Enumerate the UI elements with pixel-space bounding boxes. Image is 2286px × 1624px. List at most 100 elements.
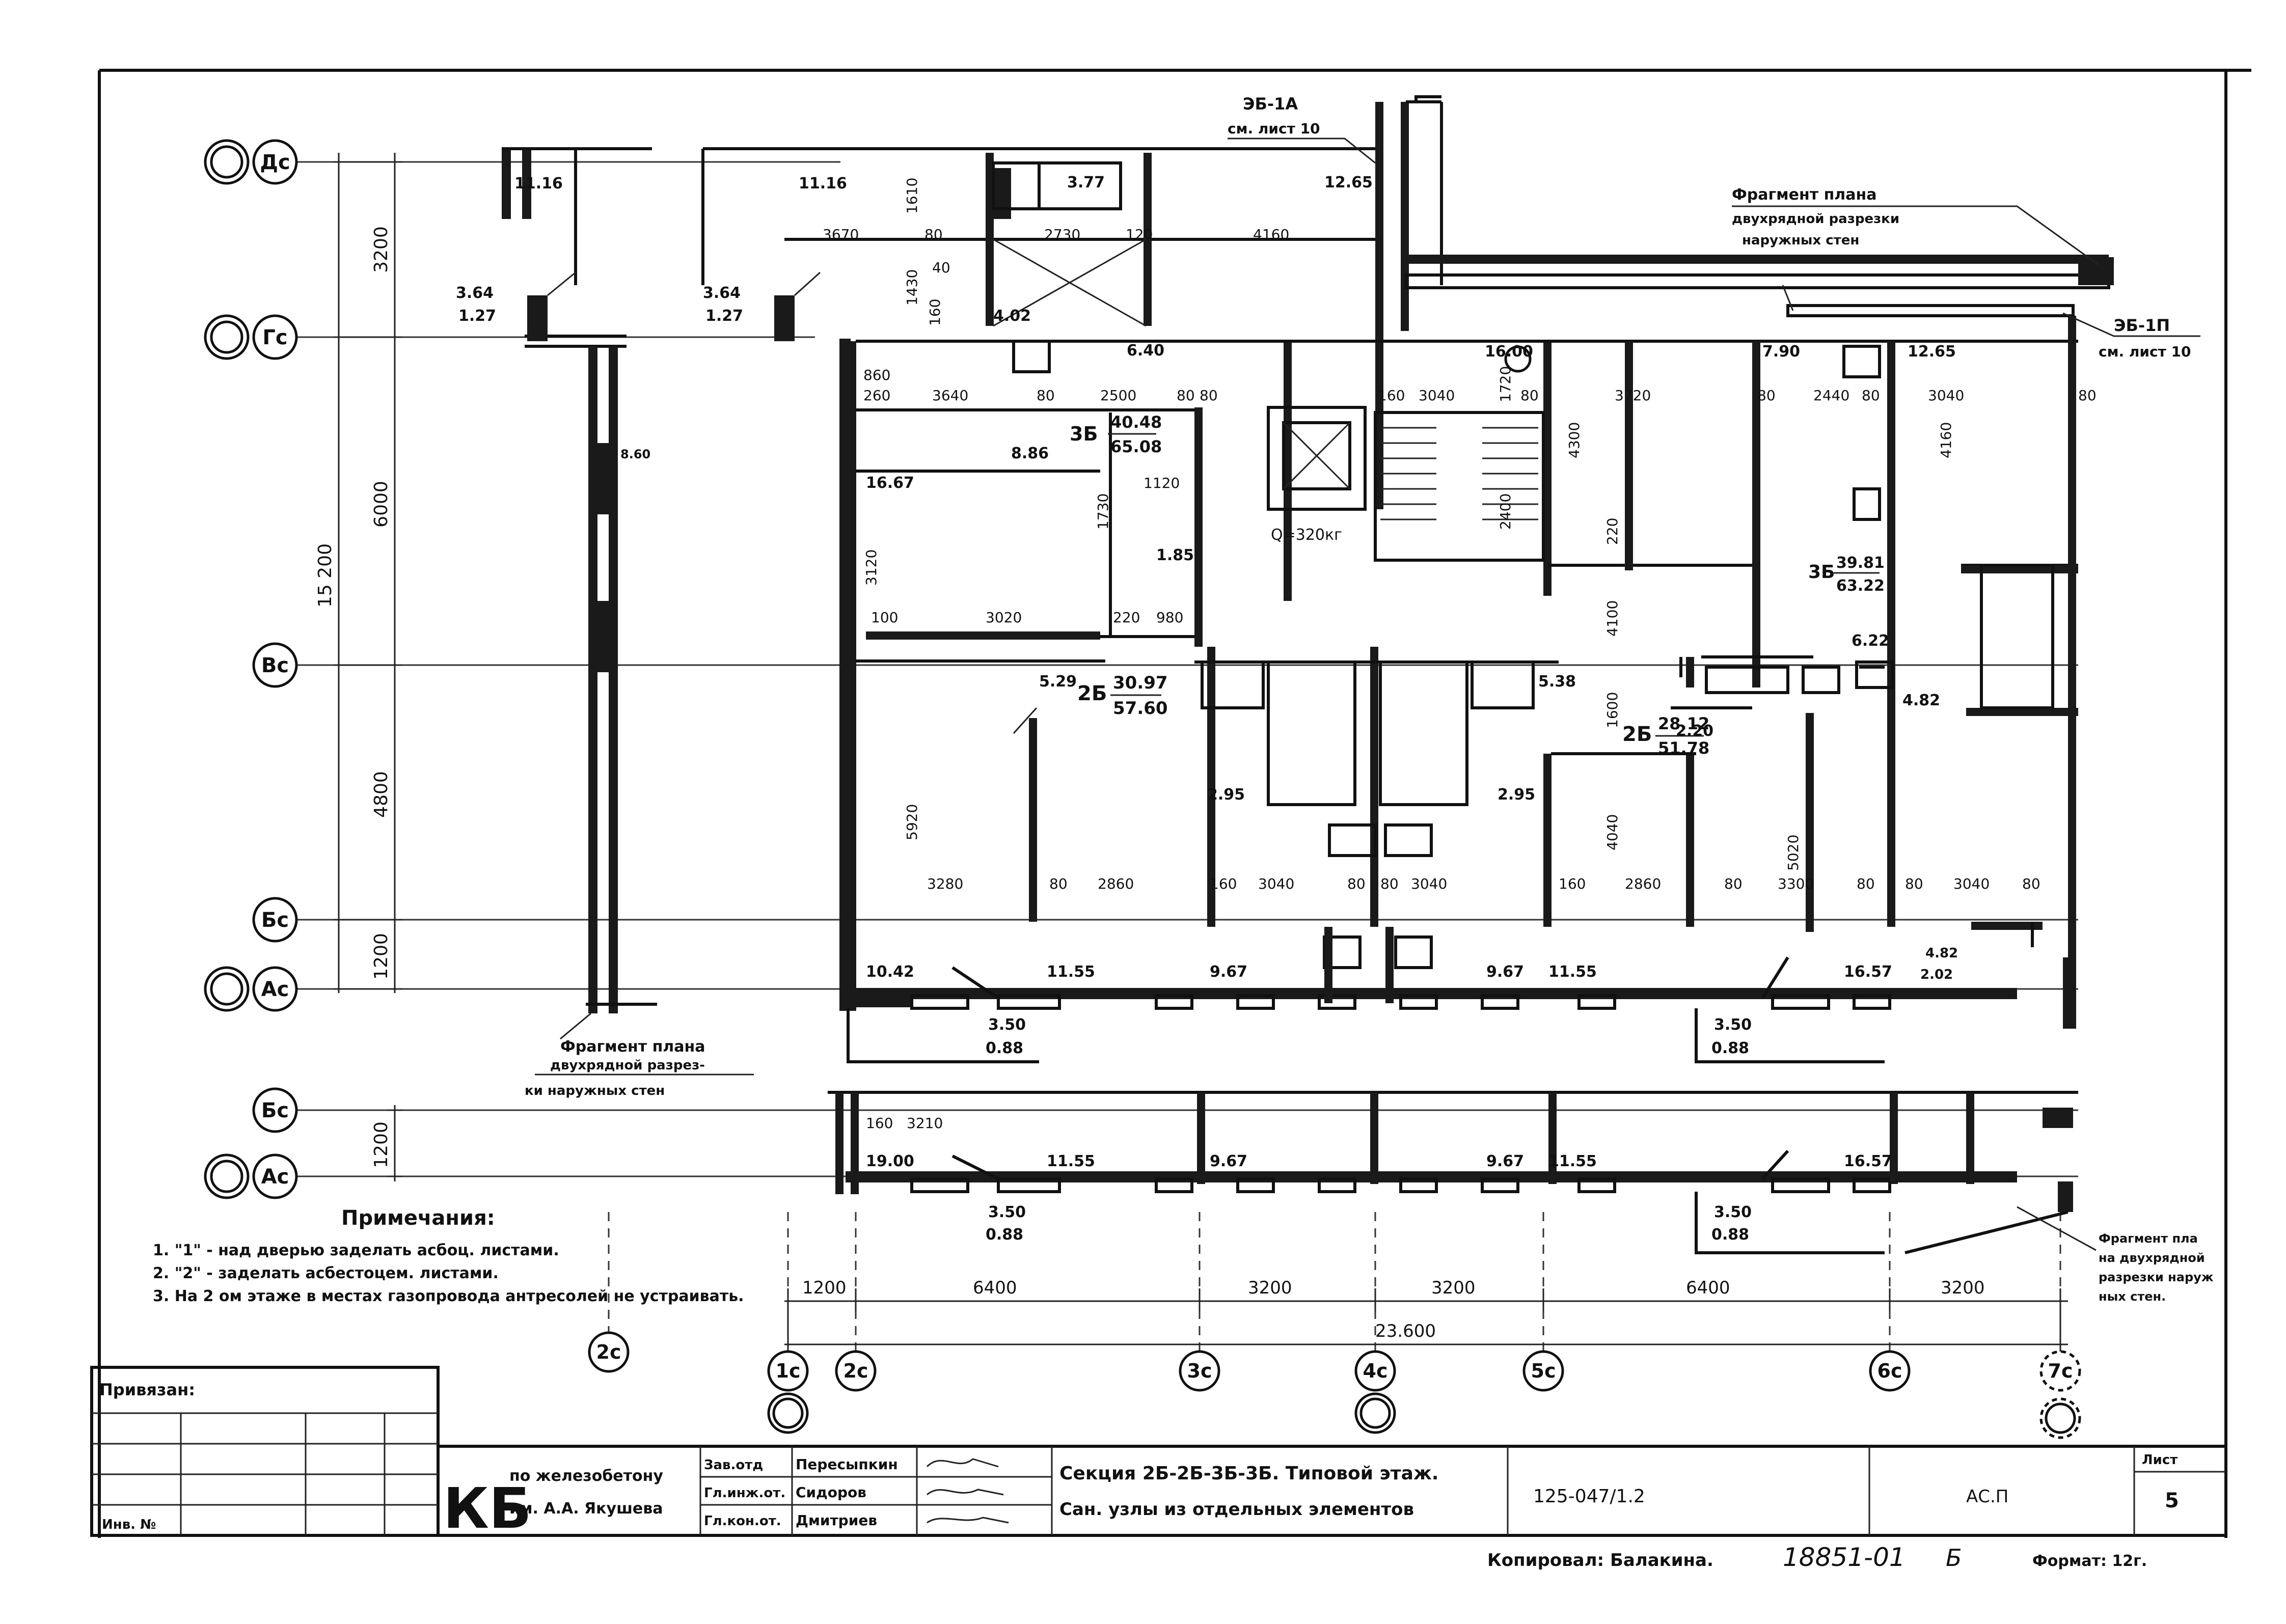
frag-left-line: ки наружных стен: [525, 1083, 665, 1098]
wall-dim: 1120: [1144, 475, 1180, 491]
wall-dim: 80: [1347, 875, 1366, 892]
sheet-title-1: Секция 2Б-2Б-3Б-3Б. Типовой этаж.: [1059, 1463, 1438, 1484]
org-line: им. А.А. Якушева: [509, 1500, 663, 1518]
dim-1200-a: 1200: [371, 933, 392, 980]
room-area: 6.40: [1127, 342, 1164, 360]
title-block: Привязан: Инв. № КБ по железобетону им. …: [90, 1366, 2226, 1541]
signer-name: Сидоров: [796, 1484, 866, 1501]
wall-dim: 80: [1724, 875, 1743, 892]
sheet-label: Лист: [2142, 1452, 2178, 1468]
org-line: по железобетону: [509, 1467, 663, 1485]
axis-col-label: 2с: [843, 1360, 868, 1382]
wall-dim: 2500: [1100, 387, 1136, 404]
axis-row-label: Ас: [261, 1165, 289, 1189]
apt-total: 51.78: [1658, 738, 1709, 758]
apartment-2b-left: 2Б 30.97 57.60: [1077, 673, 1168, 719]
callout-frag-right: Фрагмент пла на двухрядной разрезки нару…: [2017, 1206, 2214, 1304]
column-bubbles: 1с 2с 3с 4с 5с 6с 7с 2с: [588, 1331, 2081, 1439]
dim-15200: 15 200: [315, 543, 336, 608]
wall-dim: 160: [866, 1115, 893, 1132]
wall-dim: 1430: [904, 269, 920, 306]
room-area: 6.22: [1852, 632, 1889, 650]
axis-row-label: Бс: [261, 909, 289, 932]
dim-1200-b: 1200: [371, 1121, 392, 1168]
room-area: 19.00: [866, 1152, 914, 1170]
dim-4800: 4800: [371, 771, 392, 818]
footer: Копировал: Балакина. 18851-01 Б Формат: …: [1487, 1543, 2147, 1572]
wall-dim: 980: [1156, 609, 1183, 626]
wall-dim: 3210: [907, 1115, 943, 1132]
room-area: 9.67: [1486, 1152, 1524, 1170]
org-logo: КБ: [443, 1476, 532, 1541]
dim-6000: 6000: [371, 481, 392, 528]
wall-dim: 40: [932, 259, 950, 276]
dim-bottom: 3200: [1248, 1278, 1292, 1298]
wall-dim: 1610: [904, 178, 920, 214]
wall-dim: 2400: [1497, 493, 1514, 530]
apt-total: 57.60: [1113, 698, 1168, 719]
room-area: 3.50: [1714, 1016, 1752, 1034]
elevator-capacity: Q=320кг: [1271, 526, 1342, 544]
wall-dim: 80: [1757, 387, 1776, 404]
room-area: 4.82: [1902, 692, 1940, 709]
wall-dim: 80: [1049, 875, 1068, 892]
wall-dim: 3040: [1258, 875, 1294, 892]
axis-row-label: Гс: [262, 326, 287, 349]
wall-dim: 80: [2078, 387, 2097, 404]
room-area: 11.16: [799, 175, 847, 192]
wall-dim: 160: [927, 299, 943, 326]
room-area: 9.67: [1210, 1152, 1247, 1170]
wall-dim: 3040: [1953, 875, 1990, 892]
dim-bottom: 3200: [1431, 1278, 1476, 1298]
room-area: 16.00: [1485, 343, 1533, 361]
axis-row-label: Бс: [261, 1099, 289, 1122]
room-area: 2.95: [1498, 786, 1535, 804]
bottom-dimension-chain: 1200 6400 3200 3200 6400 3200 23.600: [784, 1278, 2068, 1355]
wall-dim: 3120: [863, 549, 880, 586]
room-area: 3.64: [456, 284, 494, 302]
room-area: 11.16: [514, 175, 563, 192]
apartment-3b-left: 3Б 40.48 65.08: [1070, 412, 1162, 456]
drawing-number: 18851-01: [1783, 1543, 1906, 1572]
wall-dim: 2730: [1044, 226, 1080, 243]
room-area: 0.88: [986, 1226, 1023, 1244]
callout-eb1p-ref: см. лист 10: [2099, 343, 2191, 360]
wall-dim: 4300: [1566, 422, 1583, 458]
signature-2: [927, 1489, 1004, 1496]
wall-dim: 80: [1862, 387, 1880, 404]
note-item: 2. "2" - заделать асбестоцем. листами.: [153, 1264, 499, 1282]
room-area: 12.65: [1324, 174, 1373, 191]
signer-name: Пересыпкин: [796, 1456, 898, 1473]
apt-living: 30.97: [1113, 673, 1168, 693]
wall-dim: 80: [1857, 875, 1875, 892]
front-wall-panels: [846, 927, 2017, 1063]
wall-dim: 5020: [1785, 835, 1802, 871]
lower-fragment-plan: [828, 1091, 2078, 1254]
wall-dim: 2860: [1098, 875, 1134, 892]
wall-dim: 1600: [1604, 692, 1621, 728]
wall-dim: 3040: [1419, 387, 1455, 404]
room-area: 3.50: [1714, 1203, 1752, 1221]
wall-dim: 80: [924, 226, 943, 243]
room-area: 11.55: [1548, 963, 1597, 981]
wall-dim: 1720: [1497, 366, 1514, 402]
wall-dim: 80: [1905, 875, 1923, 892]
project-code: 125-047/1.2: [1533, 1486, 1645, 1507]
note-item: 3. На 2 ом этаже в местах газопровода ан…: [153, 1287, 744, 1305]
dim-bottom: 6400: [1686, 1278, 1730, 1298]
dim-3200: 3200: [371, 226, 392, 273]
wall-dim: 80: [1520, 387, 1539, 404]
wall-dim: 4040: [1604, 814, 1621, 850]
callout-eb1a-title: ЭБ-1А: [1243, 94, 1298, 114]
axis-col-label: 3с: [1187, 1360, 1212, 1382]
room-area: 12.65: [1908, 343, 1956, 361]
room-area: 16.67: [866, 474, 914, 492]
role: Гл.инж.от.: [704, 1485, 785, 1501]
stage: АС.П: [1966, 1487, 2008, 1507]
wall-dim: 3670: [823, 226, 859, 243]
room-area: 16.57: [1844, 963, 1892, 981]
wall-dim: 2440: [1813, 387, 1849, 404]
wall-dim: 3640: [932, 387, 968, 404]
room-areas: 11.16 3.77 12.65 3.64 1.27 4.02 16.00 7.…: [703, 174, 1958, 1244]
